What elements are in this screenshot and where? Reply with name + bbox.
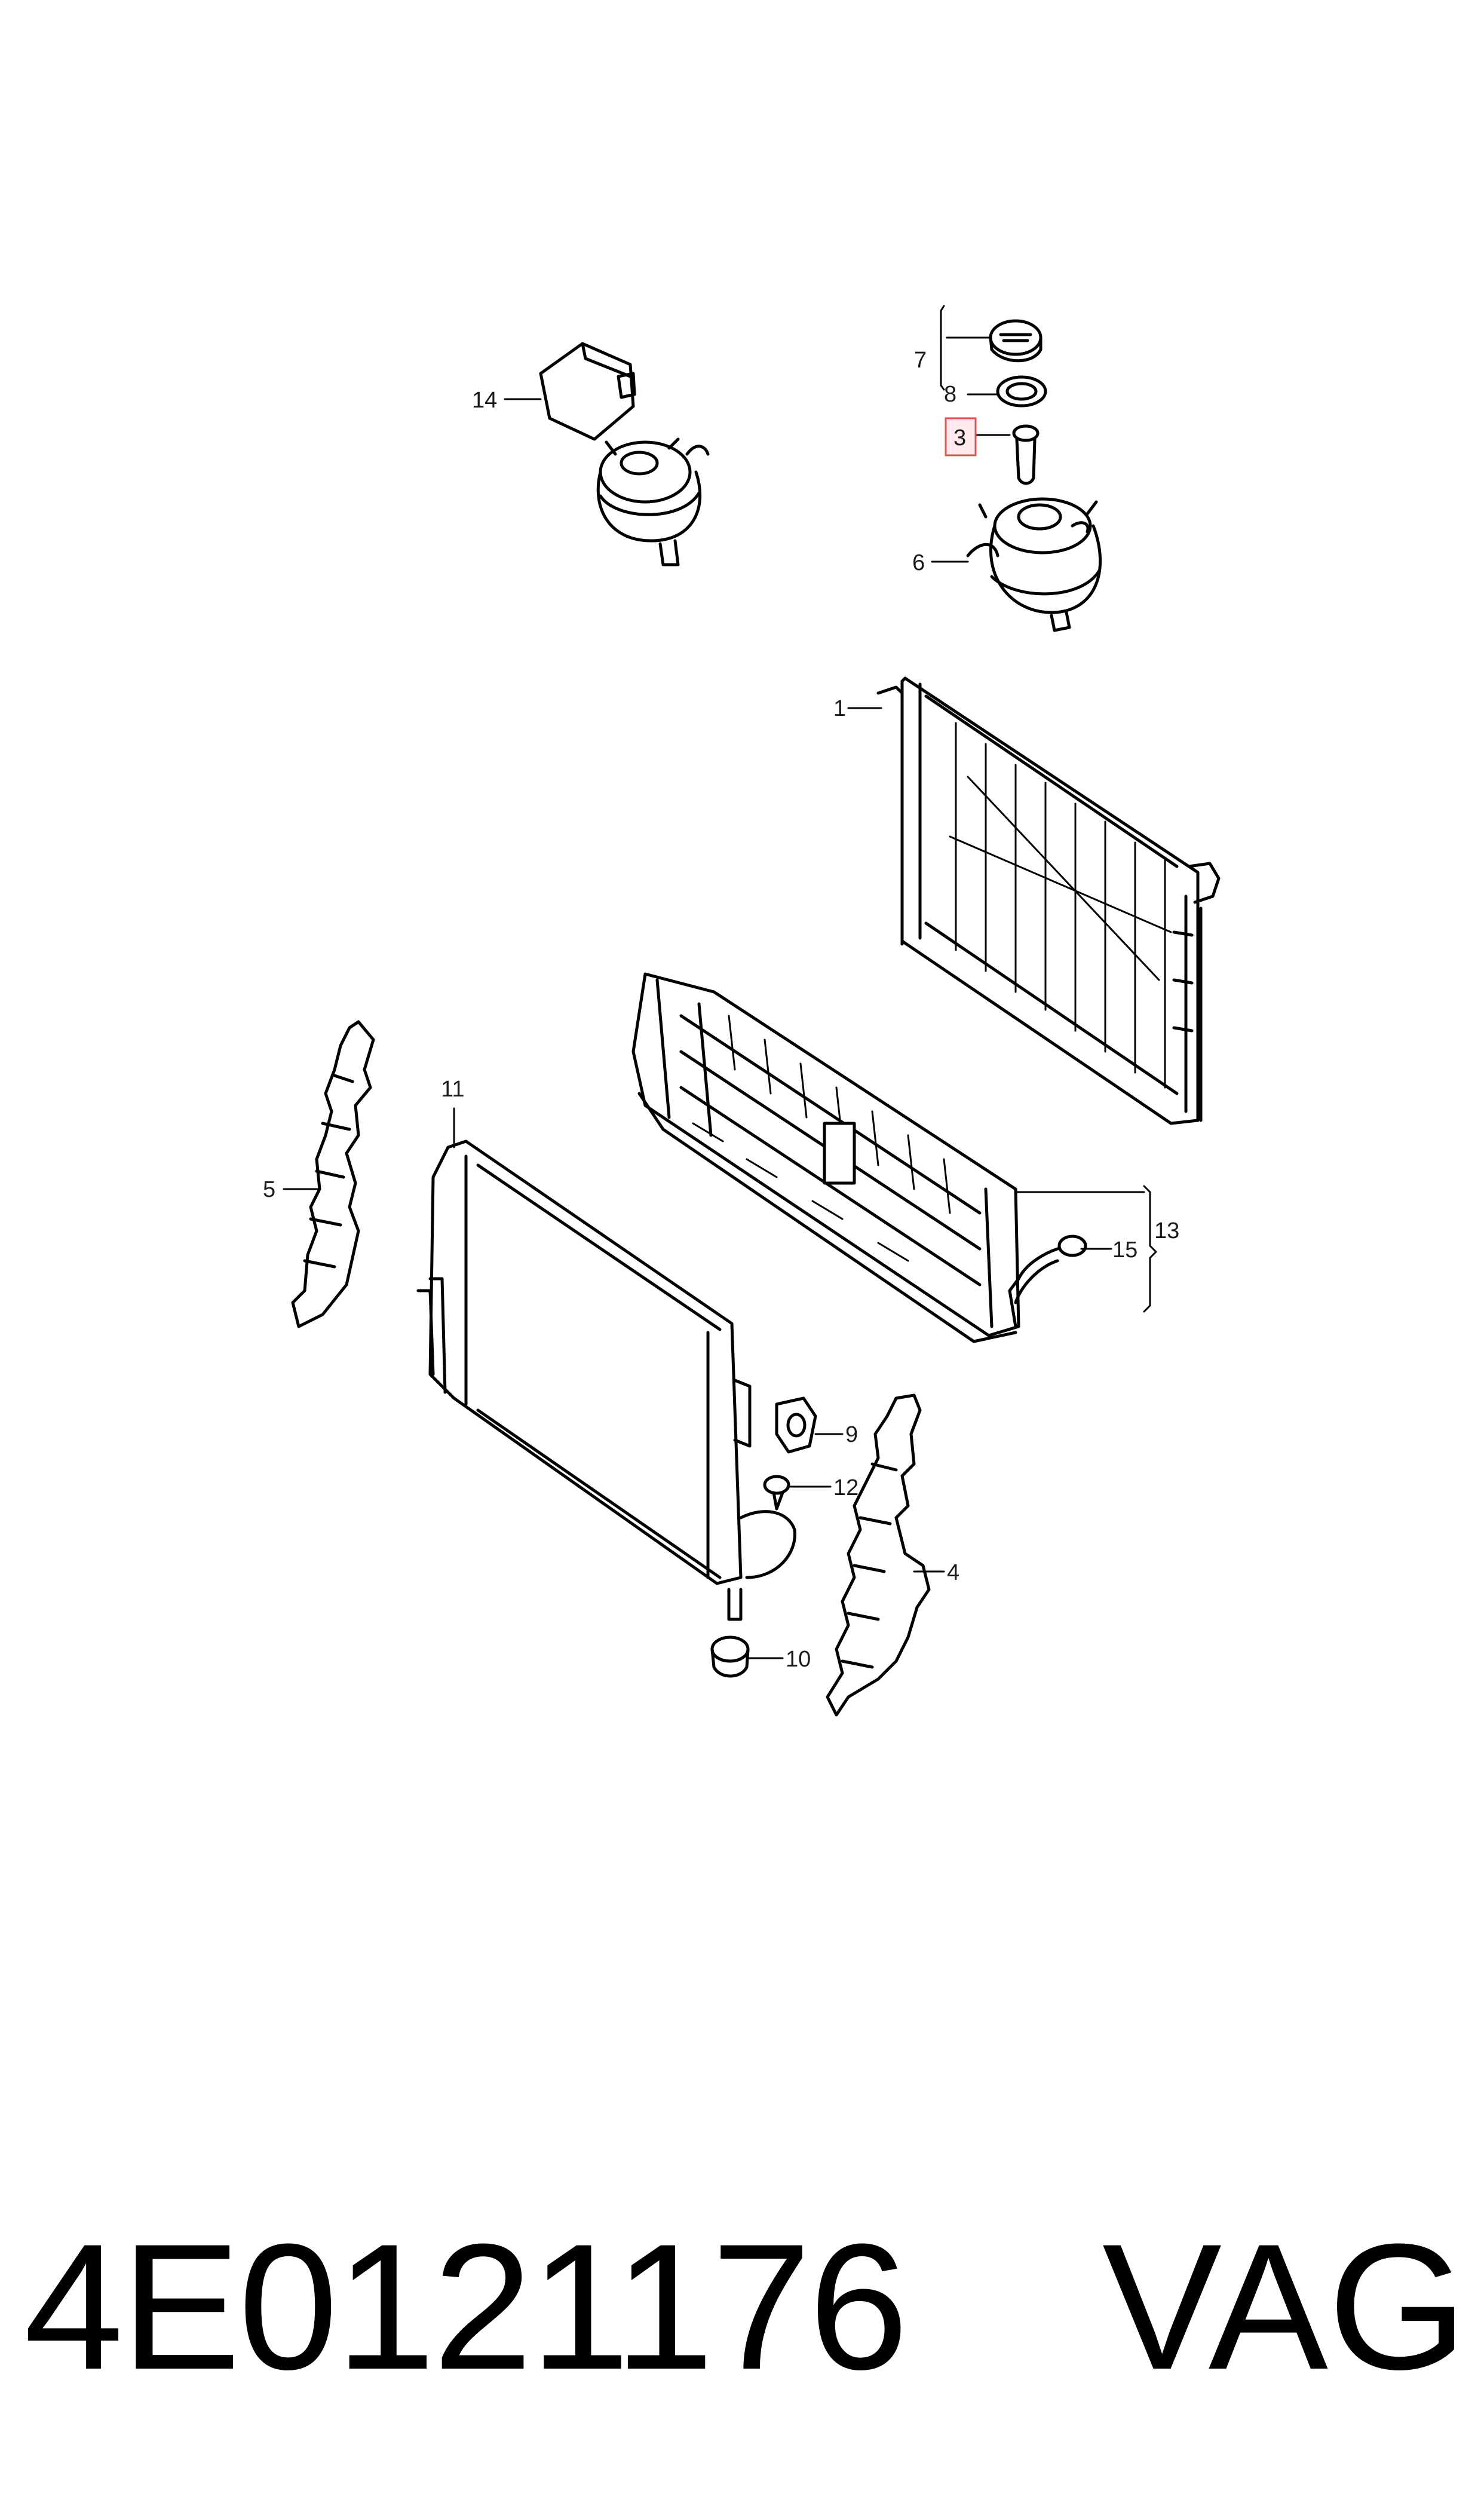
callout-14: 14 <box>472 388 497 413</box>
expansion-tank <box>966 497 1102 632</box>
callout-11: 11 <box>441 1077 464 1102</box>
callout-9: 9 <box>845 1422 858 1447</box>
callout-1: 1 <box>833 696 846 721</box>
charge-air-cooler <box>416 1139 796 1621</box>
callout-8: 8 <box>944 382 956 407</box>
callout-6: 6 <box>912 550 925 575</box>
footer: 4E0121176 VAG <box>0 2175 1484 2438</box>
part-number: 4E0121176 <box>24 2206 909 2407</box>
callout-3: 3 <box>953 425 966 451</box>
brand-name: VAG <box>1102 2206 1468 2407</box>
clip <box>763 1475 790 1511</box>
air-guide-left <box>291 1020 375 1328</box>
highlight-box <box>945 417 977 457</box>
callout-13: 13 <box>1154 1218 1179 1243</box>
radiator <box>876 676 1221 1125</box>
expansion-tank-left <box>596 437 710 566</box>
callout-10: 10 <box>786 1647 811 1672</box>
callout-5: 5 <box>263 1177 275 1202</box>
coolant-additive-bottle <box>539 342 636 441</box>
air-duct-frame <box>631 972 1020 1343</box>
air-guide-right <box>826 1393 931 1717</box>
rubber-buffer <box>710 1635 750 1678</box>
callout-15: 15 <box>1112 1237 1137 1263</box>
level-sender-pin <box>1012 424 1040 485</box>
callout-7: 7 <box>914 348 927 373</box>
callout-12: 12 <box>833 1475 858 1500</box>
filler-cap <box>989 319 1043 363</box>
callout-4: 4 <box>947 1560 959 1585</box>
temperature-sensor <box>1008 1235 1087 1328</box>
sealing-ring <box>996 375 1047 408</box>
rubber-mount <box>775 1396 817 1454</box>
